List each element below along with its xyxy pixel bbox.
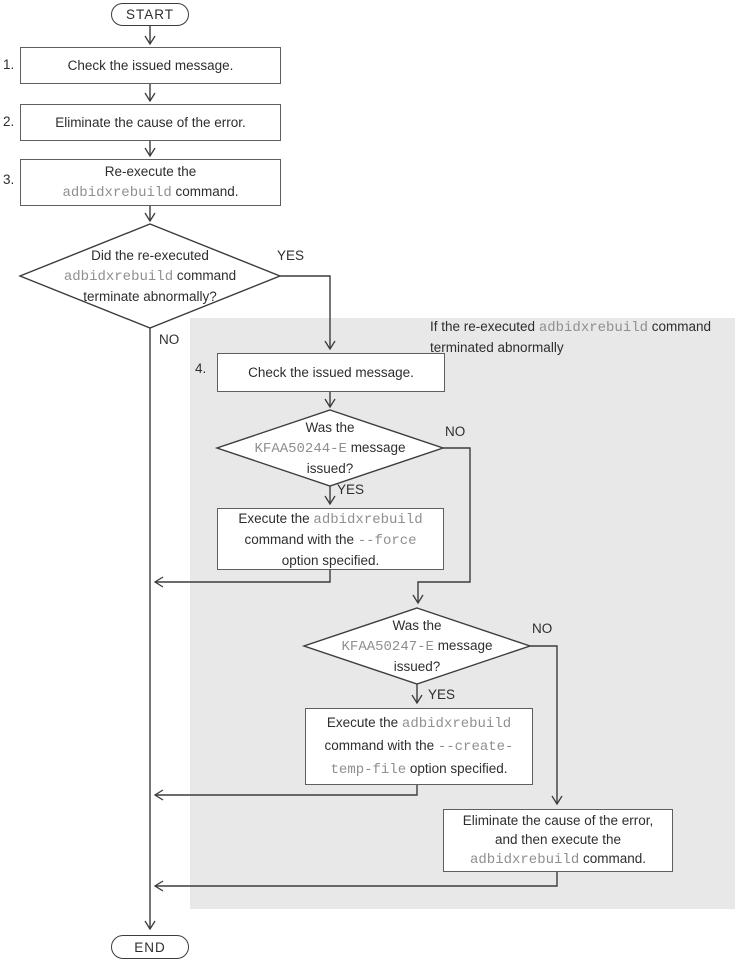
region-label-line1: If the re-executed adbidxrebuild command [430, 317, 730, 338]
step1-box: Check the issued message. [20, 47, 281, 84]
eliminate-line3-post: command. [579, 851, 646, 866]
create-temp-line2-pre: command with the [324, 738, 438, 753]
eliminate-line1: Eliminate the cause of the error, [462, 813, 654, 828]
decision1-line1: Did the re-executed [91, 248, 209, 263]
force-line2: command with the --force [244, 530, 416, 551]
force-line1-pre: Execute the [238, 510, 314, 526]
step3-box: Re-execute the adbidxrebuild command. [20, 159, 281, 206]
create-temp-command: adbidxrebuild [401, 716, 512, 732]
region-label-text2: command [648, 319, 712, 334]
step2-box: Eliminate the cause of the error. [20, 104, 281, 141]
step4-text: Check the issued message. [248, 365, 414, 380]
eliminate-line2: and then execute the [494, 832, 622, 847]
create-temp-file-action-box: Execute the adbidxrebuild command with t… [305, 708, 533, 785]
decision2-line3: issued? [306, 461, 354, 476]
force-action-box: Execute the adbidxrebuild command with t… [217, 508, 444, 570]
decision1-no-label: NO [159, 332, 180, 347]
create-temp-option-part2: temp-file [330, 762, 407, 778]
start-terminal: START [111, 3, 189, 26]
eliminate-command: adbidxrebuild [470, 852, 580, 868]
start-label: START [125, 7, 174, 22]
decision2-diamond [214, 409, 446, 487]
step3-line1: Re-execute the [104, 164, 197, 179]
region-label-line2: terminated abnormally [430, 340, 564, 355]
force-command: adbidxrebuild [313, 511, 423, 528]
step1-text: Check the issued message. [67, 58, 234, 73]
eliminate-action-box: Eliminate the cause of the error, and th… [443, 809, 673, 872]
region-label: If the re-executed adbidxrebuild command… [430, 317, 730, 357]
create-temp-option-part1: --create- [437, 739, 514, 755]
decision1-text: Did the re-executed adbidxrebuild comman… [40, 246, 260, 307]
decision3-line2-rest: message [433, 638, 493, 653]
end-label: END [134, 939, 166, 955]
step3-number: 3. [3, 172, 15, 187]
arrow-eliminate-merge [153, 872, 558, 892]
create-temp-line2: command with the --create- [325, 735, 514, 758]
decision3-yes-label: YES [428, 687, 456, 702]
force-line1: Execute the adbidxrebuild [238, 509, 422, 530]
step2-text: Eliminate the cause of the error. [55, 115, 246, 130]
create-temp-line1: Execute the adbidxrebuild [327, 712, 511, 735]
region-label-text: If the re-executed [430, 319, 539, 334]
decision1-diamond [18, 223, 282, 329]
decision2-yes-label: YES [337, 482, 365, 497]
decision3-no-label: NO [532, 621, 553, 636]
decision2-line1: Was the [305, 420, 355, 435]
decision3-line3: issued? [393, 659, 441, 674]
step4-number: 4. [195, 361, 207, 376]
step3-line2: adbidxrebuild command. [63, 182, 239, 203]
arrow-create-temp-merge [153, 785, 418, 801]
create-temp-line3: temp-file option specified. [331, 758, 508, 781]
create-temp-line3-post: option specified. [406, 761, 508, 776]
force-option: --force [357, 532, 417, 549]
eliminate-line3: adbidxrebuild command. [470, 849, 646, 870]
decision3-message-code: KFAA50247-E [341, 639, 434, 655]
arrow-decision1-yes [280, 275, 336, 351]
decision2-line2: KFAA50244-E message [230, 438, 430, 459]
decision1-line2: adbidxrebuild command [40, 266, 260, 287]
step4-box: Check the issued message. [217, 353, 445, 392]
create-temp-line1-pre: Execute the [326, 715, 402, 730]
decision2-line2-rest: message [346, 440, 406, 455]
decision1-line2-rest: command [173, 268, 237, 283]
decision3-line1: Was the [392, 618, 442, 633]
decision1-yes-label: YES [277, 248, 305, 263]
step1-number: 1. [3, 57, 15, 72]
force-line2-pre: command with the [244, 531, 358, 547]
decision3-diamond [301, 607, 533, 685]
end-terminal: END [111, 935, 189, 959]
force-line3: option specified. [281, 552, 380, 568]
arrow-decision2-no [412, 447, 471, 605]
arrow-decision3-no [530, 645, 563, 806]
decision2-text: Was the KFAA50244-E message issued? [230, 418, 430, 479]
decision3-line2: KFAA50247-E message [317, 636, 517, 657]
decision2-message-code: KFAA50244-E [254, 441, 347, 457]
arrow-force-merge [153, 570, 331, 588]
step3-line2-rest: command. [171, 184, 239, 199]
decision2-no-label: NO [445, 424, 466, 439]
step2-number: 2. [3, 114, 15, 129]
decision3-text: Was the KFAA50247-E message issued? [317, 616, 517, 677]
region-label-command: adbidxrebuild [538, 320, 649, 336]
decision1-line3: terminate abnormally? [83, 289, 217, 304]
decision1-command: adbidxrebuild [63, 269, 174, 285]
step3-command: adbidxrebuild [62, 185, 172, 201]
